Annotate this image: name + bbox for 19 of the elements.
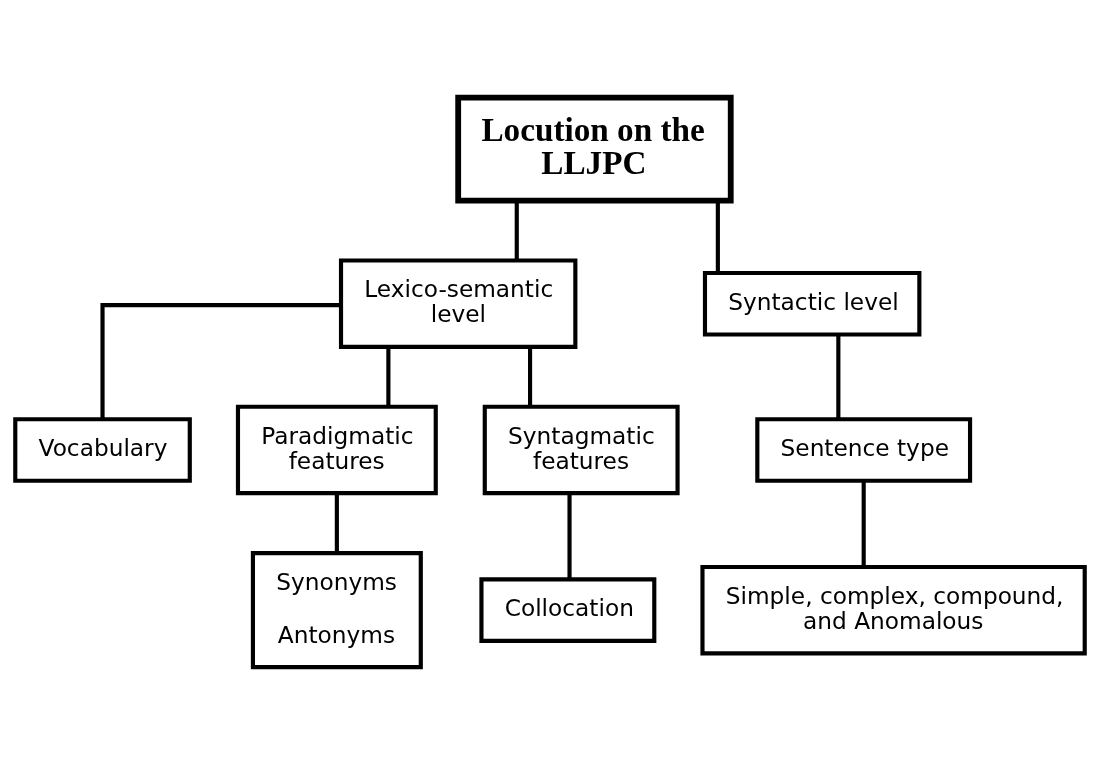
node-box: Synonyms Antonyms — [250, 551, 423, 670]
node-box: Syntagmatic features — [482, 404, 680, 496]
connector — [861, 480, 866, 567]
connector — [100, 302, 341, 419]
connector — [836, 334, 841, 419]
node-box: Sentence type — [755, 417, 973, 483]
node-box: Paradigmatic features — [235, 404, 438, 496]
node-box: Collocation — [479, 577, 657, 643]
connector — [514, 201, 519, 261]
connector — [386, 347, 391, 407]
connector — [567, 493, 572, 579]
connector — [528, 347, 533, 407]
connector — [715, 201, 720, 273]
node-box: Syntactic level — [702, 270, 922, 337]
node-box: Locution on the LLJPC — [455, 94, 734, 204]
connector — [334, 493, 339, 553]
node-box: Vocabulary — [13, 417, 192, 483]
node-box: Lexico-semantic level — [338, 258, 578, 349]
node-box: Simple, complex, compound, and Anomalous — [700, 564, 1087, 656]
